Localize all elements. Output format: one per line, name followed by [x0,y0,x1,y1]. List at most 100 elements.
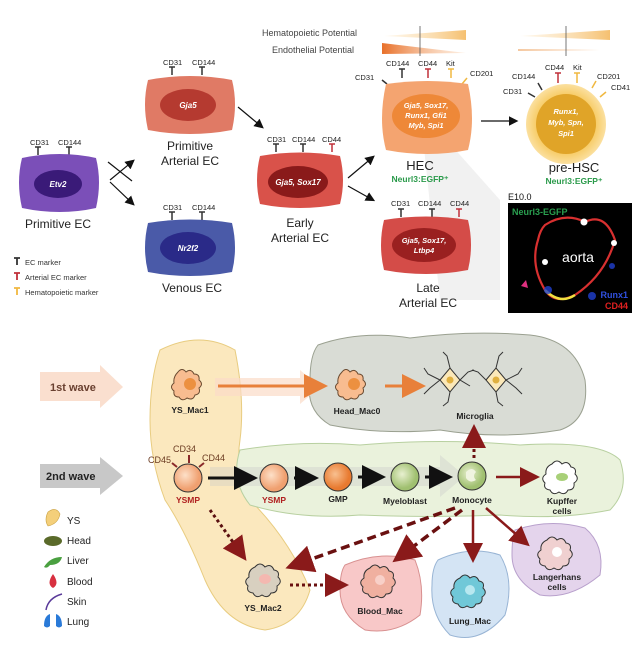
legend-label: EC marker [25,258,61,267]
nucleus [552,547,562,557]
myeloblast-cell: Myeloblast [383,462,427,506]
hec-hematopoietic-bar [384,30,466,40]
cell-label-line1: Early [286,216,313,230]
nucleus [160,232,216,264]
cell-label-line1: Kupffer [547,496,578,506]
marker-cd31: CD31 [503,87,522,96]
marker-cd34: CD34 [173,444,196,454]
signal-dot [542,259,548,265]
skin-icon [45,593,63,611]
marker-kit: Kit [573,63,583,72]
late-arterial-ec-cell: CD31 CD144 CD44 Gja5, Sox17, Ltbp4 Late … [381,199,471,310]
primitive-ec-cell: CD31 CD144 Etv2 Primitive EC [19,138,99,231]
ec-marker-icon [169,66,205,75]
nucleus [446,376,454,384]
nucleus [348,378,360,390]
ysmp-marker-icons [171,455,205,468]
cell-label-line2: cells [553,506,572,516]
signal-dot [611,240,617,246]
cell-label: Myeloblast [383,496,427,506]
cell-label: Head_Mac0 [334,406,381,416]
marker-cd31: CD31 [355,73,374,82]
marker-cd44: CD44 [202,453,225,463]
arterial-marker-icon [425,68,431,78]
microglia-cells: Microglia [423,351,523,421]
marker-cd41: CD41 [611,83,630,92]
head-icon [44,536,62,546]
marker-cd201: CD201 [470,69,493,78]
hec-endothelial-bar [382,43,466,54]
gene-label: Gja5, Sox17 [275,178,321,187]
arrow-to-venous [109,181,135,206]
cell-body [259,463,289,493]
channel-green-label: Neurl3-EGFP [512,207,568,217]
cell-body [390,462,420,492]
aorta-micrograph: E10.0 Neurl3-EGFP aorta Runx1 CD44 [508,192,632,313]
marker-cd31: CD31 [163,203,182,212]
ys-mac1-cell: YS_Mac1 [171,369,209,415]
gene-label-line1: Gja5, Sox17, [402,236,447,245]
lung-mac-cell: Lung_Mac [449,574,491,626]
gmp-cell: GMP [323,462,353,504]
legend-label: Liver [67,556,89,567]
ec-marker-icon [14,257,20,265]
nucleus [466,469,476,482]
aorta-label: aorta [562,249,594,265]
lung-icon [44,614,62,628]
early-arterial-ec-cell: CD31 CD144 CD44 Gja5, Sox17 Early Arteri… [257,135,343,245]
legend-label: Skin [67,597,86,608]
second-wave-arrow: 2nd wave [40,457,123,495]
gene-label-line3: Spi1 [558,129,574,138]
langerhans-cell: Langerhans cells [533,536,581,592]
marker-cd144: CD144 [192,203,215,212]
tissue-legend: YS Head Liver Blood Skin Lung [44,509,93,628]
nucleus [465,585,475,595]
ec-marker-icon [169,211,205,220]
nucleus [492,376,500,384]
gene-label-line2: Ltbp4 [414,246,435,255]
gene-label-line1: Gja5, Sox17, [404,101,449,110]
nucleus [556,473,568,481]
primitive-arterial-ec-cell: CD31 CD144 Gja5 Primitive Arterial EC [145,58,235,168]
hec-cell: CD31 CD144 CD44 Kit CD201 Gja5, Sox17, R… [355,59,493,184]
legend-label: Lung [67,617,89,628]
nucleus [536,94,596,154]
cell-label-line1: Primitive [167,139,213,153]
arterial-marker-icon [555,72,561,83]
gene-label-line3: Myb, Spi1 [408,121,443,130]
first-wave-arrow: 1st wave [40,365,123,408]
marker-cd31: CD31 [30,138,49,147]
liver-icon [44,557,62,568]
endothelial-potential-label: Endothelial Potential [272,45,354,55]
marker-cd31: CD31 [163,58,182,67]
marker-kit: Kit [446,59,456,68]
marker-cd201: CD201 [597,72,620,81]
legend-label: Blood [67,577,93,588]
prehsc-hematopoietic-bar [520,30,610,40]
ec-marker-icon [381,68,405,85]
marker-legend: EC marker Arterial EC marker Hematopoiet… [14,257,99,297]
cell-label-line2: Arterial EC [271,231,329,245]
prehsc-endothelial-bar [518,49,600,51]
hematopoietic-marker-icon [574,72,607,98]
cell-label-line2: Arterial EC [161,154,219,168]
microglia-processes [423,351,475,407]
cell-label: YSMP [262,495,286,505]
cell-label: Microglia [456,411,494,421]
gene-label: Etv2 [50,180,67,189]
hematopoietic-marker-icon [448,68,468,85]
legend-label: Hematopoietic marker [25,288,99,297]
arterial-marker-icon [456,208,462,217]
arterial-marker-icon [14,272,20,280]
cell-label-line1: Langerhans [533,572,581,582]
marker-cd144: CD144 [512,72,535,81]
signal-dot [609,263,615,269]
ec-marker-icon [35,146,72,155]
marker-cd144: CD144 [58,138,81,147]
marker-cd31: CD31 [391,199,410,208]
signal-dot [521,280,528,288]
signal-dot [580,218,588,226]
ec-marker-icon [273,143,306,152]
first-wave-label: 1st wave [50,382,96,394]
cell-label-line2: Arterial EC [399,296,457,310]
